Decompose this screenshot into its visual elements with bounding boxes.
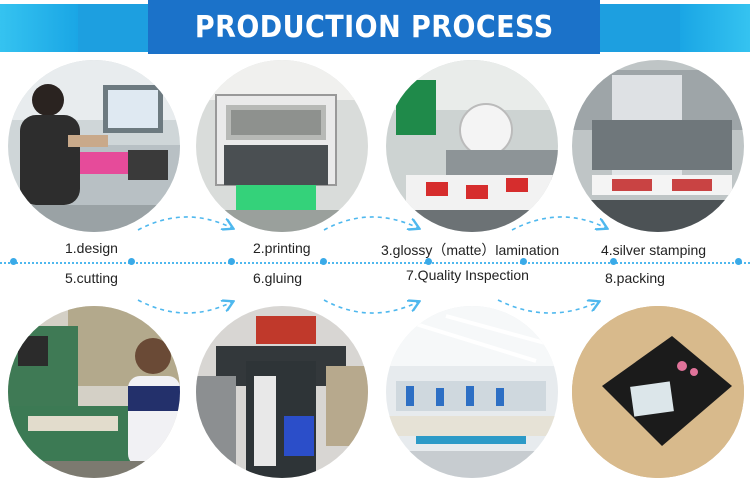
banner-band-left (0, 4, 78, 52)
arrow-printing-to-lamination (323, 216, 418, 230)
arrow-lamination-to-stamping (511, 216, 606, 231)
step-label-packing: 8.packing (605, 270, 665, 286)
step-label-cutting: 5.cutting (65, 270, 118, 286)
photo-gluing (196, 306, 368, 478)
photo-printing (196, 60, 368, 232)
photo-design (8, 60, 180, 232)
photo-silver-stamping (572, 60, 744, 232)
arrow-cutting-to-gluing (137, 300, 232, 314)
page-title: PRODUCTION PROCESS (194, 9, 554, 45)
timeline-dot (228, 258, 235, 265)
timeline-dot (128, 258, 135, 265)
arrow-gluing-to-inspection (323, 300, 418, 314)
timeline-dot (320, 258, 327, 265)
step-label-silver-stamping: 4.silver stamping (601, 242, 707, 258)
step-label-printing: 2.printing (253, 240, 311, 256)
title-box: PRODUCTION PROCESS (148, 0, 600, 54)
banner-band-right (680, 4, 750, 52)
timeline-dot (735, 258, 742, 265)
photo-lamination (386, 60, 558, 232)
photo-cutting (8, 306, 180, 478)
arrow-design-to-printing (137, 216, 232, 230)
timeline-dot (425, 258, 432, 265)
banner-band-right-inner (600, 4, 680, 52)
photo-packing (572, 306, 744, 478)
banner-band-left-inner (78, 4, 148, 52)
step-label-quality-inspection: 7.Quality Inspection (406, 267, 529, 283)
timeline-dot (10, 258, 17, 265)
arrow-inspection-to-packing (497, 300, 598, 314)
header-banner: PRODUCTION PROCESS (0, 0, 750, 54)
step-label-gluing: 6.gluing (253, 270, 303, 286)
timeline-line (0, 262, 750, 264)
photo-quality-inspection (386, 306, 558, 478)
timeline-dot (610, 258, 617, 265)
timeline-dot (520, 258, 527, 265)
step-label-design: 1.design (65, 240, 118, 256)
step-label-lamination: 3.glossy（matte）lamination (381, 242, 560, 258)
